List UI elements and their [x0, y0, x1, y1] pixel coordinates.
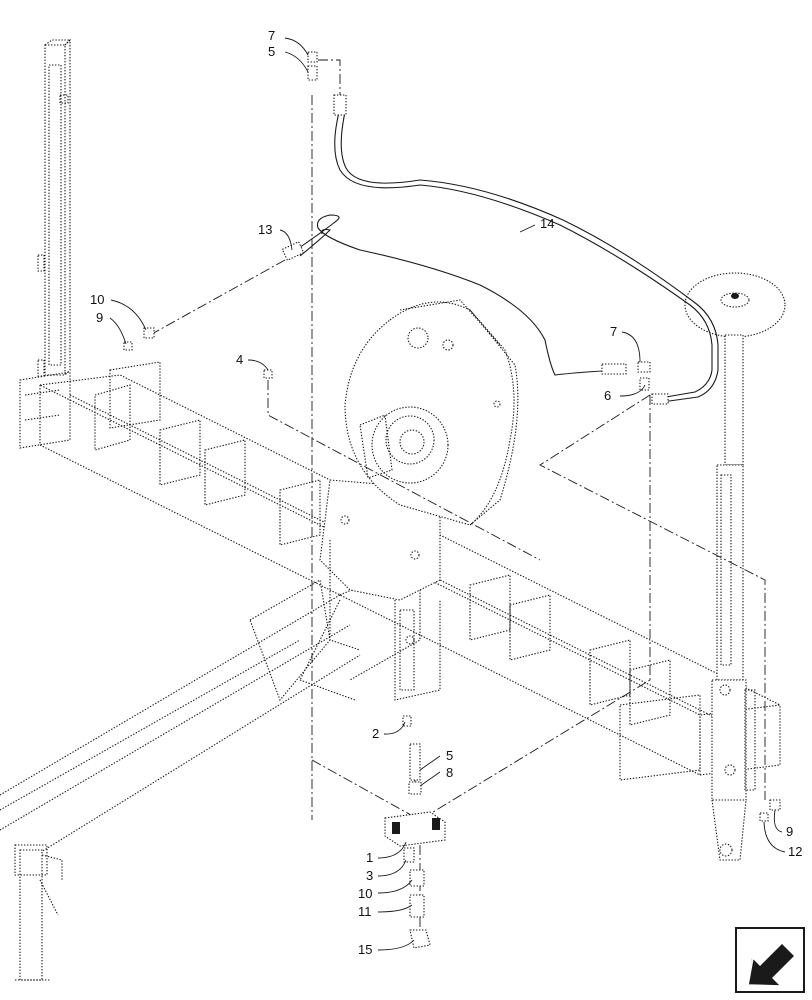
- callout-5-right: 6: [604, 388, 611, 403]
- callout-labels: 7 5 13 14 10 9 4 7 6 2 5 8 1 3 10 11 15 …: [90, 28, 802, 957]
- callout-13: 13: [258, 222, 272, 237]
- fitting-2: [402, 715, 412, 727]
- small-fittings: [123, 51, 781, 822]
- leader-lines: [109, 37, 786, 951]
- callout-1: 1: [366, 850, 373, 865]
- fitting-9-left: [123, 341, 133, 351]
- callout-8: 8: [446, 765, 453, 780]
- callout-6: 5: [446, 748, 453, 763]
- callout-2: 2: [372, 726, 379, 741]
- callout-11: 10: [358, 886, 372, 901]
- left-mast-post: [37, 38, 72, 377]
- callout-15: 15: [358, 942, 372, 957]
- callout-3: 3: [366, 868, 373, 883]
- fitting-5-top: [307, 65, 318, 81]
- hitch-jack: [14, 844, 63, 981]
- part-3: [403, 847, 415, 863]
- fitting-10-left: [143, 327, 155, 339]
- part-11: [409, 869, 425, 887]
- callout-5-top: 5: [268, 44, 275, 59]
- fan-drive-assembly: [344, 299, 519, 526]
- callout-4: 4: [236, 352, 243, 367]
- callout-7-right: 7: [610, 324, 617, 339]
- callout-10-right: 9: [786, 824, 793, 839]
- right-marker-mast: [684, 272, 786, 861]
- part-15: [409, 929, 431, 949]
- fitting-10-right: [769, 799, 781, 811]
- hydraulic-hose-assembly: [281, 94, 719, 405]
- fitting-7-right: [637, 361, 651, 373]
- valve-stack: [384, 743, 446, 949]
- callout-7-top: 7: [268, 28, 275, 43]
- part-6: [409, 743, 421, 781]
- part-1-valve: [384, 811, 446, 847]
- part-8: [408, 781, 422, 795]
- next-page-arrow-icon[interactable]: [735, 927, 805, 993]
- callout-14: 14: [540, 216, 554, 231]
- callout-9-left: 9: [96, 310, 103, 325]
- fitting-4: [263, 369, 273, 379]
- part-12: [409, 894, 425, 918]
- callout-12: 11: [358, 904, 372, 919]
- fitting-7-top: [307, 51, 318, 63]
- fitting-9-right: [759, 812, 769, 822]
- fitting-5-right: [639, 377, 650, 391]
- hitch-tongue: [0, 559, 421, 866]
- callout-9-right: 12: [788, 844, 802, 859]
- callout-10-left: 10: [90, 292, 104, 307]
